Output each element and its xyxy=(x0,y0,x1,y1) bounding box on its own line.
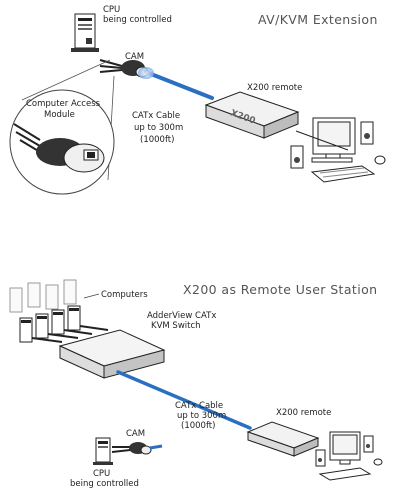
bottom-remote-label: X200 remote xyxy=(276,408,331,418)
top-cam-module-callout: Computer Access Module xyxy=(9,59,115,195)
bottom-catx-cable xyxy=(116,370,252,430)
top-cpu-label-2: being controlled xyxy=(103,15,172,25)
bottom-cpu-icon xyxy=(93,437,113,465)
bottom-cable-label-3: (1000ft) xyxy=(181,421,215,431)
cam-module-icon xyxy=(13,123,105,173)
top-diagram: AV/KVM Extension CPU being controlled CA… xyxy=(9,5,386,195)
top-cpu-icon xyxy=(71,13,99,52)
bottom-workstation-icon xyxy=(315,431,383,481)
computers-label: Computers xyxy=(101,290,148,300)
top-catx-cable xyxy=(144,70,214,100)
bottom-cable-label-2: up to 300m xyxy=(177,411,226,421)
top-remote-label: X200 remote xyxy=(247,83,302,93)
bottom-cam-label: CAM xyxy=(126,429,145,439)
bottom-cpu-label-2: being controlled xyxy=(70,479,139,489)
top-title: AV/KVM Extension xyxy=(258,12,378,27)
bottom-x200-remote-icon xyxy=(246,421,320,457)
bottom-cam-dongle-icon xyxy=(111,442,152,455)
top-cam-module-label-1: Computer Access xyxy=(26,99,101,109)
switch-label-2: KVM Switch xyxy=(151,321,201,331)
switch-label-1: AdderView CATx xyxy=(147,311,216,321)
computers-group-icon xyxy=(9,279,109,343)
top-cam-module-label-2: Module xyxy=(44,110,75,120)
top-cable-label-3: (1000ft) xyxy=(140,135,174,145)
bottom-cable-label-1: CATx Cable xyxy=(175,401,223,411)
top-cpu-label-1: CPU xyxy=(103,5,120,15)
top-cable-label-1: CATx Cable xyxy=(132,111,180,121)
bottom-title: X200 as Remote User Station xyxy=(183,282,377,297)
bottom-cpu-label-1: CPU xyxy=(93,469,110,479)
top-cable-label-2: up to 300m xyxy=(134,123,183,133)
top-x200-remote-icon: X200 xyxy=(204,91,300,139)
bottom-diagram: X200 as Remote User Station Computers xyxy=(9,279,383,489)
top-workstation-icon xyxy=(290,117,386,183)
top-cam-label: CAM xyxy=(125,52,144,62)
